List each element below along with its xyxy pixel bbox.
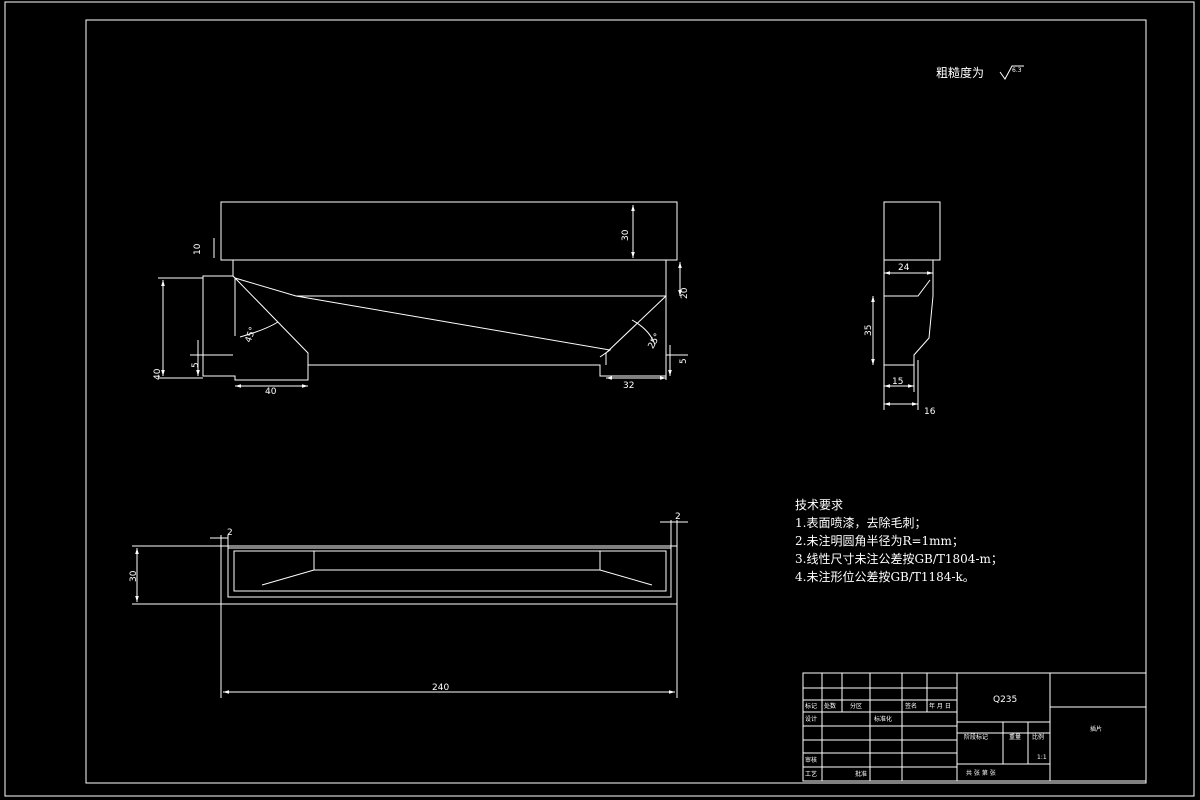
dim-240: 240: [432, 683, 449, 693]
tb-sign: 签名: [905, 702, 917, 710]
tb-zone: 分区: [850, 702, 862, 710]
roughness-label: 粗糙度为: [936, 65, 984, 80]
dim-40-bottom: 40: [265, 387, 277, 397]
dim-16: 16: [924, 407, 936, 417]
title-block: 标记 处数 分区 签名 年 月 日 设计 标准化 审核 工艺 批准 Q235 阶…: [802, 672, 1147, 782]
front-view-inner: [232, 275, 667, 365]
tech-note-item: 3.线性尺寸未注公差按GB/T1804-m；: [795, 551, 1003, 566]
dim-2-right: 2: [675, 512, 681, 522]
tb-count: 处数: [824, 702, 836, 710]
tech-notes-title: 技术要求: [795, 498, 843, 512]
inner-frame: [85, 19, 1147, 784]
angle-45: 45°: [244, 326, 259, 344]
side-view: 24 35 15 16: [864, 201, 941, 417]
tech-note-item: 4.未注形位公差按GB/T1184-k。: [795, 569, 975, 584]
tb-material: Q235: [993, 695, 1017, 705]
roughness-value: 6.3: [1012, 67, 1022, 74]
roughness-note: 粗糙度为 6.3: [936, 65, 1024, 80]
tb-weight: 重量: [1009, 733, 1021, 741]
tb-review: 审核: [805, 756, 817, 764]
tech-notes: 技术要求 1.表面喷漆，去除毛刺； 2.未注明圆角半径为R=1mm； 3.线性尺…: [795, 498, 1003, 584]
side-view-outline: [883, 201, 941, 366]
tb-standard: 标准化: [874, 715, 892, 723]
dim-35: 35: [864, 325, 874, 336]
dim-5-right: 5: [679, 358, 689, 364]
tb-scale: 比例: [1032, 733, 1044, 741]
tb-approve: 批准: [855, 770, 867, 778]
dim-15: 15: [892, 377, 903, 387]
tb-ymd: 年 月 日: [929, 702, 951, 710]
tb-part-name: 插片: [1090, 725, 1102, 733]
dim-20: 20: [680, 287, 690, 299]
tb-scale-value: 1:1: [1037, 754, 1047, 761]
top-view-outline: [220, 545, 678, 605]
dim-10: 10: [193, 243, 203, 255]
front-view-outline: [202, 201, 678, 381]
tb-sheet: 共 张 第 张: [966, 769, 996, 777]
tb-mark: 标记: [805, 702, 817, 710]
dim-5-left: 5: [191, 362, 201, 368]
dim-30: 30: [621, 229, 631, 241]
tech-note-item: 1.表面喷漆，去除毛刺；: [795, 515, 926, 530]
outer-frame: [4, 1, 1195, 797]
roughness-symbol: [999, 65, 1024, 80]
top-view: 2 2 30 240: [129, 512, 688, 698]
tb-stage: 阶段标记: [964, 733, 988, 741]
tech-note-item: 2.未注明圆角半径为R=1mm；: [795, 533, 964, 548]
dim-40-height: 40: [153, 368, 163, 380]
tb-process: 工艺: [805, 770, 817, 778]
tb-design: 设计: [805, 715, 817, 723]
dim-24: 24: [898, 263, 910, 273]
dim-30-top: 30: [129, 570, 139, 582]
dim-2-left: 2: [227, 528, 233, 538]
dim-32: 32: [623, 381, 634, 391]
front-view: 30 10 20 40 5 40 32 5 45° 25°: [153, 201, 690, 397]
